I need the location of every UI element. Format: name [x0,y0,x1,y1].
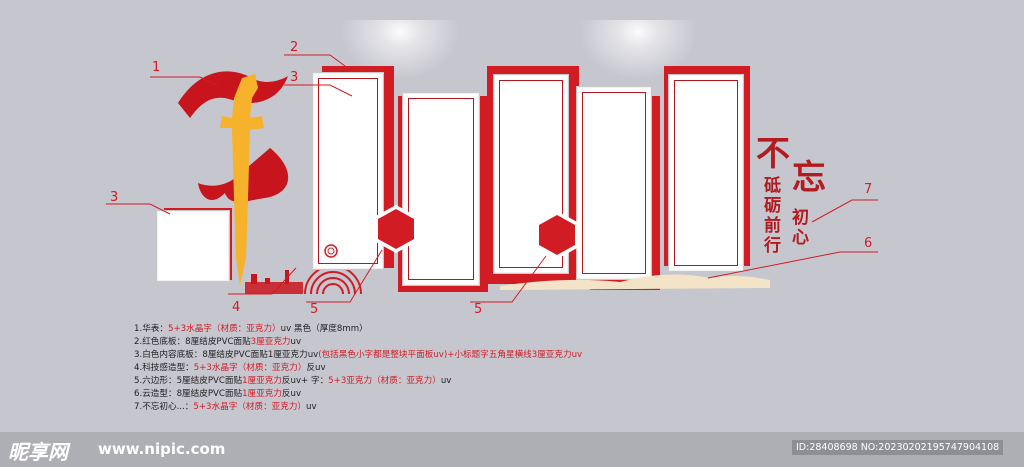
cloud-decoration-icon [500,274,770,290]
slogan-char-bu: 不 [756,134,790,174]
callout-number: 4 [232,300,241,315]
callout-number: 7 [864,182,873,197]
content-board-frame [499,80,563,268]
callout-number: 1 [152,60,161,75]
legend-line: 1.华表：5+3水晶字（材质：亚克力）uv 黑色（厚度8mm） [134,324,368,334]
legend-line: 6.云造型：8厘结皮PVC面贴1厘亚克力反uv [134,389,302,399]
legend-line: 4.科技感造型：5+3水晶字（材质：亚克力）反uv [134,363,326,373]
callout-lines [106,54,878,303]
callout-number: 5 [310,302,319,317]
watermark-logo: 昵享网 [8,440,68,464]
content-board-frame [408,98,474,280]
callout-number: 3 [110,190,119,205]
watermark-id: ID:28408698 NO:20230202195747904108 [792,440,1004,455]
content-board-frame [582,92,646,274]
slogan-column-zhili: 砥砺前行 [764,176,781,256]
watermark-bar [0,432,1024,467]
slogan-column-chuxin: 初心 [792,208,809,248]
watermark-url: www.nipic.com [98,440,226,458]
legend-line: 3.白色内容底板：8厘结皮PVC面贴1厘亚克力uv(包括黑色小字都是整块平面板u… [134,350,583,360]
content-board-frame [318,78,378,264]
hexagon-badge-left-icon [374,205,418,253]
huabiao-flag-icon [178,71,289,286]
legend-line: 7.不忘初心...：5+3水晶字（材质：亚克力）uv [134,402,317,412]
slogan-char-wang: 忘 [792,158,826,198]
content-board-4 [576,86,652,280]
hexagon-badge-right-icon [535,211,579,259]
callout-number: 6 [864,236,873,251]
content-board-small [156,210,230,282]
target-circle-icon [324,244,338,258]
callout-number: 3 [290,70,299,85]
content-board-2 [402,92,480,286]
callout-number: 5 [474,302,483,317]
legend-line: 5.六边形：5厘结皮PVC面贴1厘亚克力反uv+ 字：5+3亚克力（材质：亚克力… [134,376,452,386]
legend-line: 2.红色底板：8厘结皮PVC面贴3厘亚克力uv [134,337,302,347]
content-board-frame [674,80,738,266]
content-board-5 [668,74,744,272]
tech-arc-decoration-icon [245,265,362,295]
callout-number: 2 [290,40,299,55]
content-board-1 [312,72,384,270]
